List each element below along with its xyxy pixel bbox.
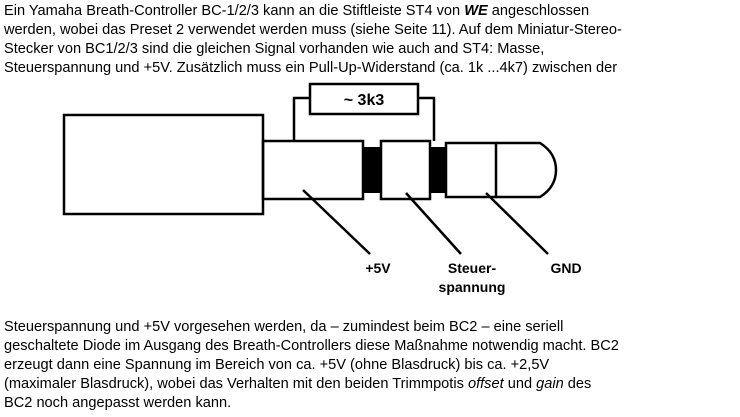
- offset-term: offset: [467, 376, 504, 392]
- plug-ring: [379, 139, 432, 201]
- resistor-lead-right: [418, 96, 436, 141]
- label-steuer-2: spannung: [439, 279, 506, 295]
- plug-tip-base: [444, 141, 498, 199]
- explanation-line-2: geschaltete Diode im Ausgang des Breath-…: [4, 338, 619, 354]
- intro-paragraph: Ein Yamaha Breath-Controller BC-1/2/3 ka…: [4, 2, 738, 78]
- plug-tip: [496, 141, 558, 199]
- intro-line-3: Stecker von BC1/2/3 sind die gleichen Si…: [4, 41, 545, 57]
- intro-line-2: werden, wobei das Preset 2 verwendet wer…: [4, 22, 622, 38]
- explanation-line-1: Steuerspannung und +5V vorgesehen werden…: [4, 319, 564, 335]
- insulator-2: [430, 147, 446, 193]
- plug-sleeve: [261, 139, 365, 201]
- gain-term: gain: [536, 376, 564, 392]
- we-emphasis: WE: [464, 3, 488, 19]
- intro-line-4: Steuerspannung und +5V. Zusätzlich muss …: [4, 60, 618, 76]
- label-plus-5v: +5V: [365, 260, 391, 276]
- pointer-gnd: [485, 192, 549, 255]
- intro-line-1: Ein Yamaha Breath-Controller BC-1/2/3 ka…: [4, 3, 590, 19]
- explanation-paragraph: Steuerspannung und +5V vorgesehen werden…: [4, 318, 738, 413]
- label-steuer-1: Steuer-: [448, 260, 497, 276]
- resistor-lead-left: [292, 96, 310, 141]
- label-gnd: GND: [550, 260, 581, 276]
- pointer-5v: [302, 189, 371, 255]
- explanation-line-3: erzeugt dann eine Spannung im Bereich vo…: [4, 357, 550, 373]
- insulator-1: [363, 147, 381, 193]
- plug-body: [62, 113, 265, 216]
- pointer-steuer: [405, 192, 462, 255]
- explanation-line-4: (maximaler Blasdruck), wobei das Verhalt…: [4, 376, 592, 392]
- resistor-value: ~ 3k3: [344, 92, 385, 109]
- explanation-line-5: BC2 noch angepasst werden kann.: [4, 395, 232, 411]
